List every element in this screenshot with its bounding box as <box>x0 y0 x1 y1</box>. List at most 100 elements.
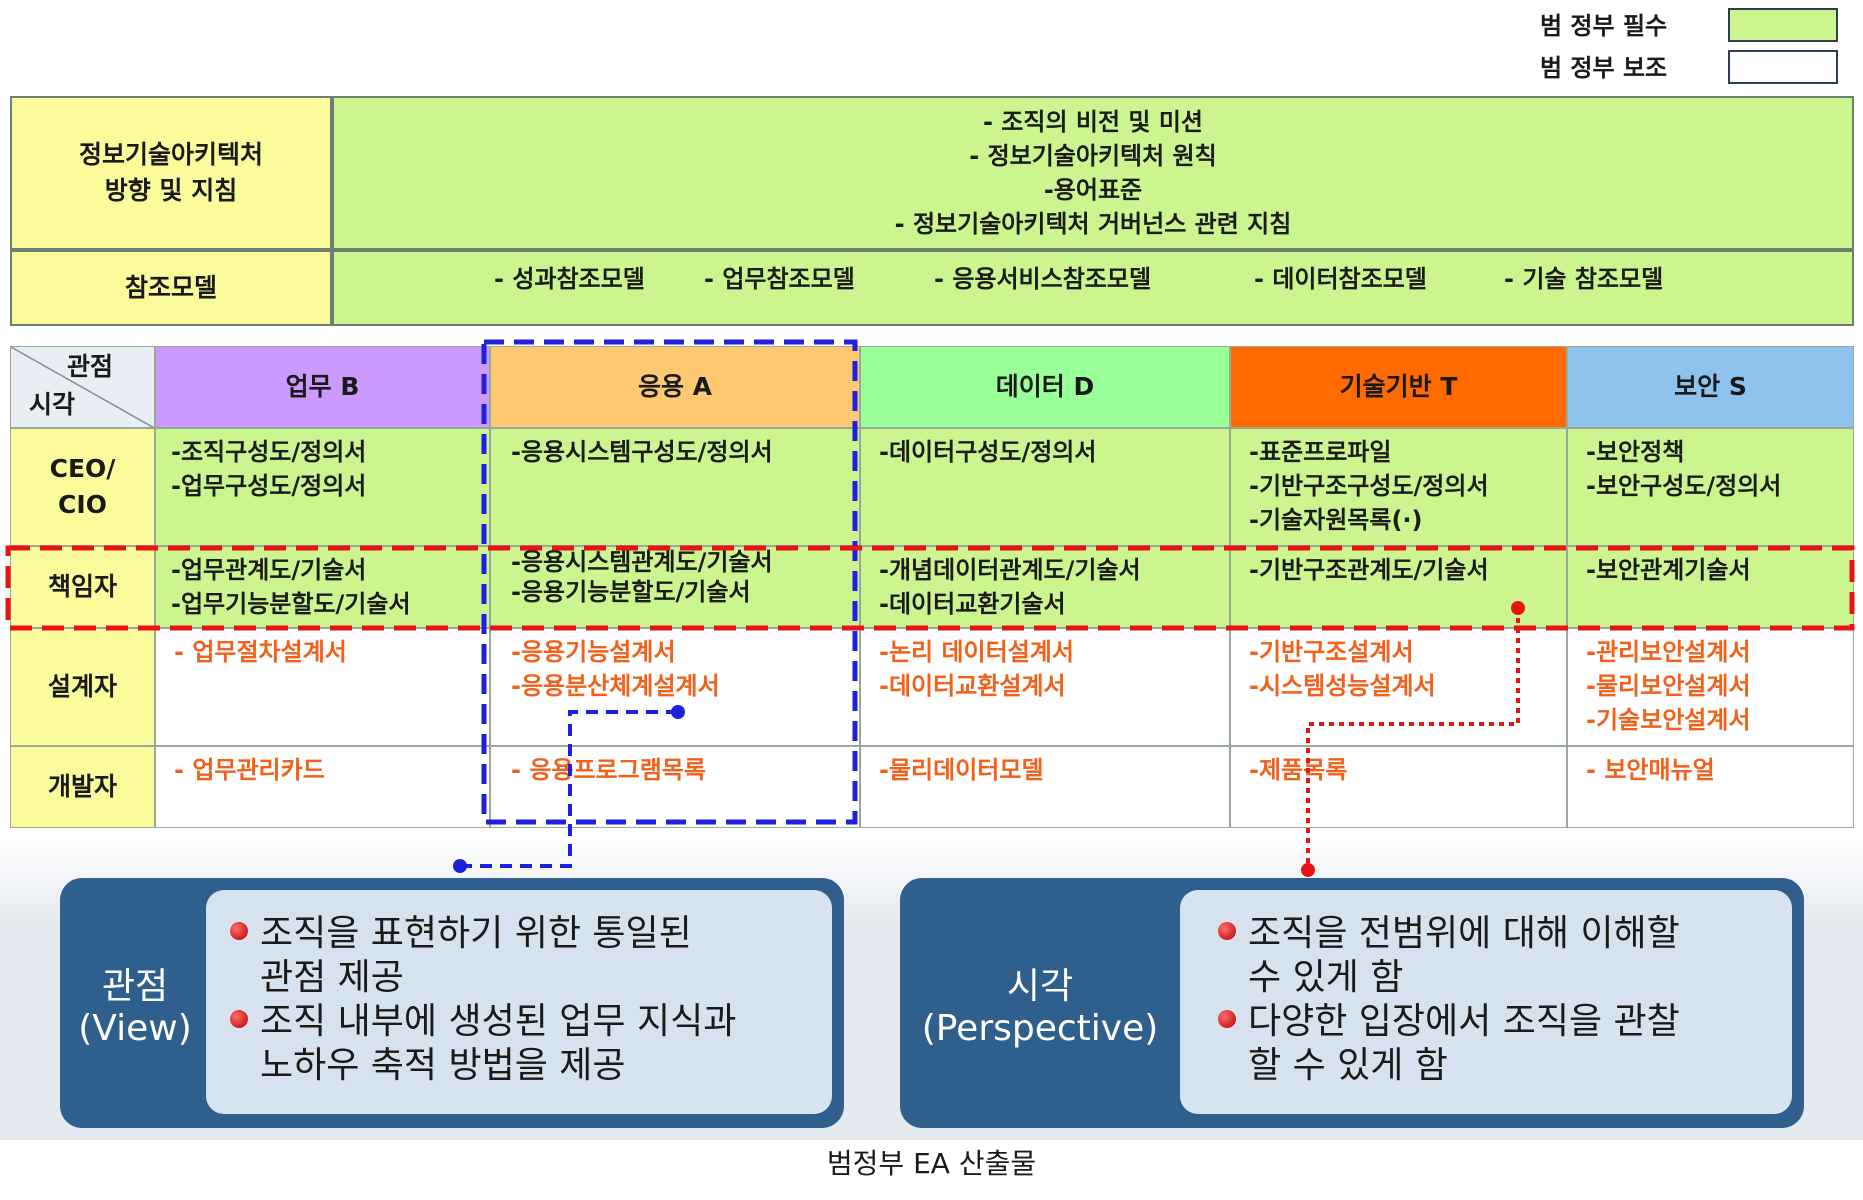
row-label-line: 책임자 <box>47 572 117 601</box>
bullet-line: 관점 제공 <box>260 957 404 998</box>
column-header-label: 응용 A <box>637 372 713 401</box>
cell-ceo-technology: -표준프로파일 -기반구조구성도/정의서 -기술자원목록(·) <box>1230 428 1567 546</box>
artifact-item: -논리 데이터설계서 <box>879 638 1074 666</box>
guidance-label-cell: 정보기술아키텍처 방향 및 지침 <box>10 96 332 250</box>
cell-developer-technology: -제품목록 <box>1230 746 1567 828</box>
artifact-item: -물리데이터모델 <box>879 756 1044 784</box>
artifact-item: - 응용프로그램목록 <box>511 756 706 784</box>
reference-item-performance: - 성과참조모델 <box>494 265 645 293</box>
cell-designer-security: -관리보안설계서 -물리보안설계서 -기술보안설계서 <box>1567 628 1854 746</box>
perspective-panel-title-line2: (Perspective) <box>921 1008 1159 1049</box>
row-label-line: CEO/ <box>49 454 116 483</box>
artifact-item: -조직구성도/정의서 <box>171 438 367 466</box>
view-panel-title-line2: (View) <box>78 1008 192 1049</box>
artifact-item: -응용분산체계설계서 <box>511 672 720 700</box>
artifact-item: -시스템성능설계서 <box>1249 672 1436 700</box>
artifact-item: - 보안매뉴얼 <box>1586 756 1715 784</box>
cell-manager-security: -보안관계기술서 <box>1567 546 1854 628</box>
guidance-item: - 조직의 비전 및 미션 <box>982 108 1203 136</box>
column-header-business: 업무 B <box>155 346 490 428</box>
bullet-line: 조직을 전범위에 대해 이해할 <box>1248 913 1680 954</box>
legend-required-swatch <box>1728 8 1838 42</box>
artifact-item: -데이터구성도/정의서 <box>879 438 1097 466</box>
artifact-item: -응용기능분할도/기술서 <box>511 578 751 606</box>
bullet-line: 다양한 입장에서 조직을 관찰 <box>1248 1001 1680 1042</box>
legend-optional-swatch <box>1728 50 1838 84</box>
column-header-label: 기술기반 T <box>1339 372 1458 401</box>
cell-ceo-security: -보안정책 -보안구성도/정의서 <box>1567 428 1854 546</box>
artifact-item: -업무관계도/기술서 <box>171 556 367 584</box>
cell-developer-data: -물리데이터모델 <box>860 746 1230 828</box>
corner-label-perspective: 시각 <box>29 390 76 419</box>
guidance-item: - 정보기술아키텍처 거버넌스 관련 지침 <box>894 210 1292 238</box>
artifact-item: -개념데이터관계도/기술서 <box>879 556 1141 584</box>
corner-label-view: 관점 <box>67 352 114 381</box>
guidance-item: - 정보기술아키텍처 원칙 <box>969 142 1217 170</box>
cell-ceo-business: -조직구성도/정의서 -업무구성도/정의서 <box>155 428 490 546</box>
cell-ceo-data: -데이터구성도/정의서 <box>860 428 1230 546</box>
guidance-content-cell: - 조직의 비전 및 미션 - 정보기술아키텍처 원칙 -용어표준 - 정보기술… <box>332 96 1854 250</box>
view-panel-title-line1: 관점 <box>101 966 169 1007</box>
cell-manager-business: -업무관계도/기술서 -업무기능분할도/기술서 <box>155 546 490 628</box>
artifact-item: -응용시스템관계도/기술서 <box>511 548 773 576</box>
column-header-security: 보안 S <box>1567 346 1854 428</box>
artifact-item: -데이터교환설계서 <box>879 672 1066 700</box>
matrix-corner: 관점 시각 <box>10 346 156 429</box>
bullet-line: 노하우 축적 방법을 제공 <box>260 1045 626 1086</box>
reference-label-cell: 참조모델 <box>10 250 332 326</box>
row-label-line: CIO <box>58 490 107 519</box>
cell-designer-application: -응용기능설계서 -응용분산체계설계서 <box>490 628 860 746</box>
artifact-item: -제품목록 <box>1249 756 1348 784</box>
corner-diagonal <box>11 347 156 429</box>
row-label-manager: 책임자 <box>10 546 155 628</box>
legend-optional-label: 범 정부 보조 <box>1540 54 1668 82</box>
artifact-item: -업무기능분할도/기술서 <box>171 590 411 618</box>
artifact-item: -관리보안설계서 <box>1586 638 1751 666</box>
artifact-item: -보안구성도/정의서 <box>1586 472 1782 500</box>
artifact-item: -기술보안설계서 <box>1586 706 1751 734</box>
bullet-line: 수 있게 함 <box>1248 957 1404 998</box>
bullet-line: 할 수 있게 함 <box>1248 1045 1448 1086</box>
figure-caption: 범정부 EA 산출물 <box>826 1147 1037 1180</box>
perspective-panel-title-line1: 시각 <box>1006 966 1074 1007</box>
artifact-item: -보안관계기술서 <box>1586 556 1751 584</box>
artifact-item: - 업무관리카드 <box>174 756 325 784</box>
cell-manager-data: -개념데이터관계도/기술서 -데이터교환기술서 <box>860 546 1230 628</box>
legend-required-label: 범 정부 필수 <box>1540 12 1668 40</box>
bullet-dot-icon <box>1218 922 1236 940</box>
row-label-line: 개발자 <box>47 772 117 801</box>
column-header-data: 데이터 D <box>860 346 1230 428</box>
artifact-item: -기반구조구성도/정의서 <box>1249 472 1489 500</box>
cell-manager-technology: -기반구조관계도/기술서 <box>1230 546 1567 628</box>
artifact-item: -응용기능설계서 <box>511 638 676 666</box>
artifact-item: -업무구성도/정의서 <box>171 472 367 500</box>
artifact-item: -물리보안설계서 <box>1586 672 1751 700</box>
bullet-dot-icon <box>1218 1010 1236 1028</box>
column-header-label: 데이터 D <box>995 372 1095 401</box>
perspective-panel-title: 시각 (Perspective) <box>920 966 1160 1050</box>
bullet-line: 조직을 표현하기 위한 통일된 <box>260 913 692 954</box>
reference-item-technology: - 기술 참조모델 <box>1504 265 1664 293</box>
reference-content-cell: - 성과참조모델 - 업무참조모델 - 응용서비스참조모델 - 데이터참조모델 … <box>332 250 1854 326</box>
artifact-item: -표준프로파일 <box>1249 438 1392 466</box>
column-header-application: 응용 A <box>490 346 860 428</box>
artifact-item: -기반구조설계서 <box>1249 638 1414 666</box>
row-label-designer: 설계자 <box>10 628 155 746</box>
cell-designer-technology: -기반구조설계서 -시스템성능설계서 <box>1230 628 1567 746</box>
cell-designer-data: -논리 데이터설계서 -데이터교환설계서 <box>860 628 1230 746</box>
view-panel-title: 관점 (View) <box>60 966 210 1050</box>
artifact-item: -데이터교환기술서 <box>879 590 1066 618</box>
guidance-label-line1: 정보기술아키텍처 <box>78 140 263 169</box>
reference-item-data: - 데이터참조모델 <box>1254 265 1427 293</box>
artifact-item: -응용시스템구성도/정의서 <box>511 438 773 466</box>
cell-developer-business: - 업무관리카드 <box>155 746 490 828</box>
cell-designer-business: - 업무절차설계서 <box>155 628 490 746</box>
reference-item-business: - 업무참조모델 <box>704 265 855 293</box>
artifact-item: -기술자원목록(·) <box>1249 506 1423 534</box>
